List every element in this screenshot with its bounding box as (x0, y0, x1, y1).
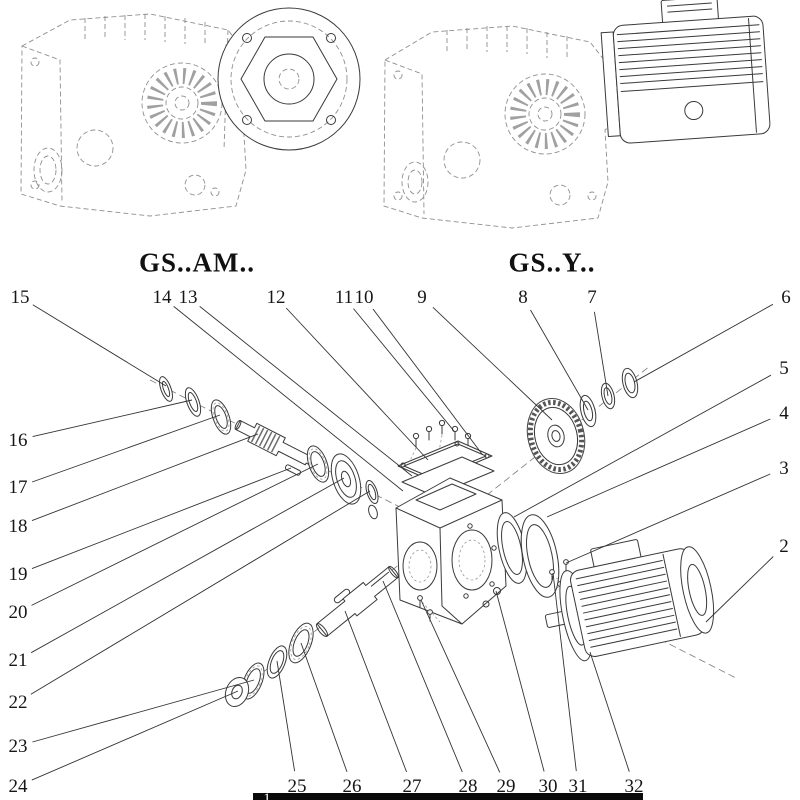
leader-line-8 (530, 309, 589, 411)
callout-28: 28 (459, 776, 478, 797)
shim-ring-part (365, 479, 379, 505)
variant-y-label: GS..Y.. (508, 247, 596, 278)
callout-1: 1 (263, 791, 271, 800)
bearing-starburst (147, 68, 217, 138)
leader-line-21 (30, 477, 345, 654)
oil-seal-part (159, 376, 173, 402)
leader-line-3 (565, 473, 771, 564)
callout-27: 27 (403, 776, 422, 797)
gearbox-y-drawing (383, 0, 771, 229)
gearbox-am-drawing (20, 7, 361, 217)
motor-cooling-fins (575, 560, 678, 648)
leader-line-10 (372, 308, 483, 455)
leader-line-29 (420, 599, 501, 773)
input-bearing-part (210, 399, 232, 435)
callout-7: 7 (587, 287, 597, 308)
helical-gear-part (526, 398, 586, 474)
callout-2: 2 (779, 536, 789, 557)
callout-8: 8 (518, 287, 528, 308)
callout-25: 25 (288, 776, 307, 797)
retaining-ring-part (184, 387, 202, 417)
leader-line-6 (633, 303, 774, 383)
callout-32: 32 (625, 776, 644, 797)
leader-line-15 (32, 304, 167, 387)
callout-21: 21 (9, 650, 28, 671)
callout-15: 15 (11, 287, 30, 308)
callout-29: 29 (497, 776, 516, 797)
motor-cooling-fins (616, 24, 763, 85)
leader-line-32 (589, 651, 630, 772)
leader-line-25 (276, 660, 296, 772)
callout-6: 6 (781, 287, 791, 308)
am-input-flange (217, 7, 361, 151)
worm-shaft-part (234, 419, 317, 468)
leader-line-12 (285, 307, 429, 461)
leader-line-23 (32, 679, 255, 743)
leader-line-7 (593, 311, 609, 397)
callout-24: 24 (9, 776, 29, 797)
callout-26: 26 (343, 776, 362, 797)
callout-11: 11 (335, 287, 353, 308)
callout-23: 23 (9, 736, 28, 757)
callout-10: 10 (355, 287, 374, 308)
leader-line-27 (344, 610, 408, 773)
cover-gasket-part (401, 456, 495, 497)
flange-hexagon (240, 36, 338, 122)
callout-16: 16 (9, 430, 28, 451)
leader-line-31 (552, 572, 577, 772)
leader-line-24 (31, 690, 239, 781)
adapter-ring-part (520, 514, 560, 598)
callout-14: 14 (153, 287, 173, 308)
leader-line-30 (495, 590, 545, 772)
callout-17: 17 (9, 477, 28, 498)
callout-20: 20 (9, 602, 28, 623)
cropped-table-bar (253, 793, 643, 800)
worm-wheel-part (330, 453, 362, 505)
leader-line-22 (30, 490, 371, 695)
bearing-starburst (510, 79, 580, 149)
callout-19: 19 (9, 564, 28, 585)
shaft-key-part (284, 464, 302, 476)
output-bearing-part (288, 622, 314, 664)
callout-3: 3 (779, 458, 789, 479)
callout-9: 9 (417, 287, 427, 308)
callout-13: 13 (179, 287, 198, 308)
leader-line-5 (513, 374, 772, 518)
gear-housing-part (395, 477, 507, 625)
motor-drawing (600, 0, 771, 144)
callout-18: 18 (9, 516, 28, 537)
output-shaft-part (315, 565, 399, 637)
callout-30: 30 (539, 776, 558, 797)
housing-bolts-part (417, 595, 441, 623)
exploded-motor-part (544, 539, 715, 662)
leader-line-19 (31, 467, 292, 570)
callout-22: 22 (9, 692, 28, 713)
callout-4: 4 (779, 403, 789, 424)
leader-line-17 (31, 414, 221, 483)
leader-line-11 (353, 308, 455, 432)
callout-5: 5 (779, 358, 789, 379)
leader-line-18 (31, 433, 259, 522)
end-ring-part (621, 367, 639, 399)
flange-gasket-part (496, 512, 528, 584)
leader-line-14 (173, 306, 404, 492)
variant-am-label: GS..AM.. (139, 247, 255, 278)
leader-line-28 (382, 580, 463, 773)
o-ring-part (368, 504, 378, 520)
leader-line-16 (32, 399, 193, 438)
leader-line-4 (546, 418, 771, 518)
leader-line-9 (432, 306, 553, 421)
leader-line-13 (199, 306, 413, 477)
exploded-view-drawing (149, 365, 737, 708)
leader-line-20 (31, 463, 319, 606)
leader-line-26 (300, 642, 348, 773)
callout-12: 12 (267, 287, 286, 308)
leader-line-2 (705, 556, 774, 623)
callout-31: 31 (569, 776, 588, 797)
